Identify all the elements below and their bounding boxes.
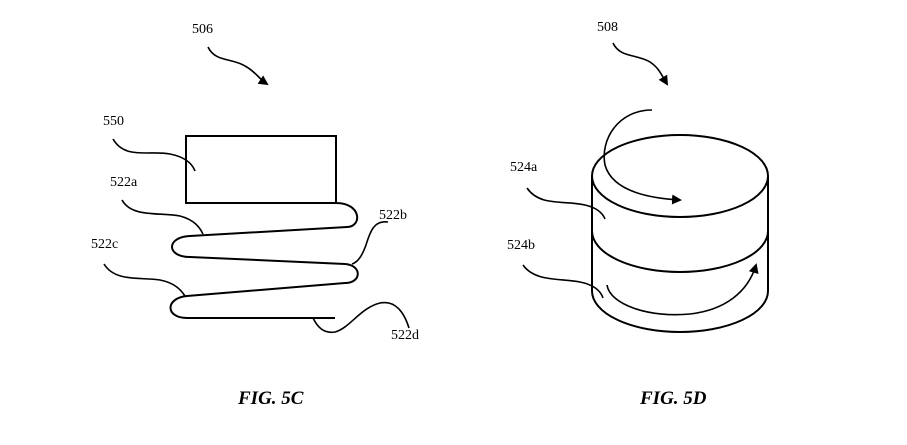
reference-arrow-506: [207, 46, 269, 86]
label-522a: 522a: [110, 175, 138, 190]
rotation-arrow-top: [603, 109, 682, 205]
label-522b: 522b: [379, 208, 407, 223]
label-508: 508: [597, 20, 618, 35]
label-524a: 524a: [510, 160, 538, 175]
fig-5d: [522, 42, 769, 333]
label-522d: 522d: [391, 328, 419, 343]
label-506: 506: [192, 22, 213, 37]
leader-522b: [351, 221, 389, 265]
caption-fig-5d: FIG. 5D: [640, 388, 707, 409]
cylinder-bottom: [591, 290, 769, 333]
label-522c: 522c: [91, 237, 119, 252]
folded-spring: [169, 202, 359, 319]
rotation-arrow-bottom: [606, 263, 759, 316]
leader-524a: [526, 187, 606, 220]
leader-522d: [312, 301, 410, 334]
leader-524b: [522, 264, 604, 299]
layer-divider: [591, 230, 769, 273]
block-550: [185, 135, 337, 204]
cylinder-top: [591, 134, 769, 218]
caption-fig-5c: FIG. 5C: [238, 388, 304, 409]
reference-arrow-508: [612, 42, 669, 86]
fig-5c: [103, 46, 410, 334]
leader-522c: [103, 263, 186, 297]
leader-550: [112, 138, 196, 172]
label-524b: 524b: [507, 238, 535, 253]
leader-522a: [121, 199, 204, 235]
label-550: 550: [103, 114, 124, 129]
